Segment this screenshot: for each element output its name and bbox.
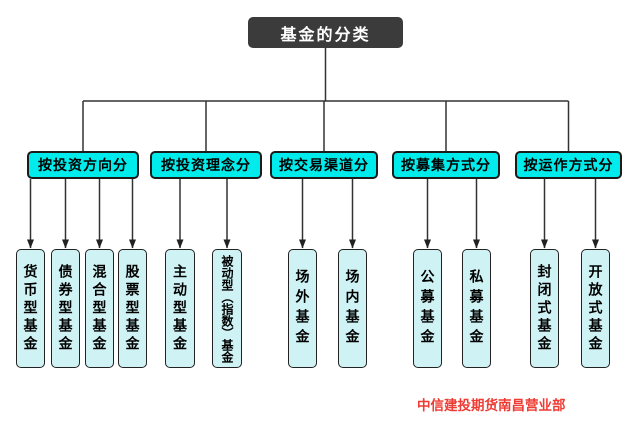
leaf-node-public-fund: 公募基金 [413,249,442,368]
root-node-fund-classification: 基金的分类 [248,17,403,48]
footer-brand-text: 中信建投期货南昌营业部 [417,398,566,413]
category-node-trading-channel: 按交易渠道分 [270,151,378,179]
leaf-node-passive-index-fund: 被动型（指数）基金 [212,249,242,368]
category-node-investment-philosophy: 按投资理念分 [150,151,262,179]
leaf-node-otc-fund: 场外基金 [288,249,317,368]
leaf-node-money-fund: 货币型基金 [16,249,45,368]
leaf-node-closed-end-fund: 封闭式基金 [530,249,559,368]
category-node-investment-direction: 按投资方向分 [27,151,139,179]
leaf-node-hybrid-fund: 混合型基金 [85,249,114,368]
leaf-node-bond-fund: 债券型基金 [51,249,80,368]
category-node-fundraising-method: 按募集方式分 [392,151,500,179]
leaf-node-active-fund: 主动型基金 [165,249,195,368]
category-node-operation-method: 按运作方式分 [515,151,622,179]
leaf-node-stock-fund: 股票型基金 [118,249,147,368]
leaf-node-exchange-fund: 场内基金 [338,249,367,368]
leaf-node-private-fund: 私募基金 [462,249,491,368]
leaf-node-open-end-fund: 开放式基金 [581,249,610,368]
